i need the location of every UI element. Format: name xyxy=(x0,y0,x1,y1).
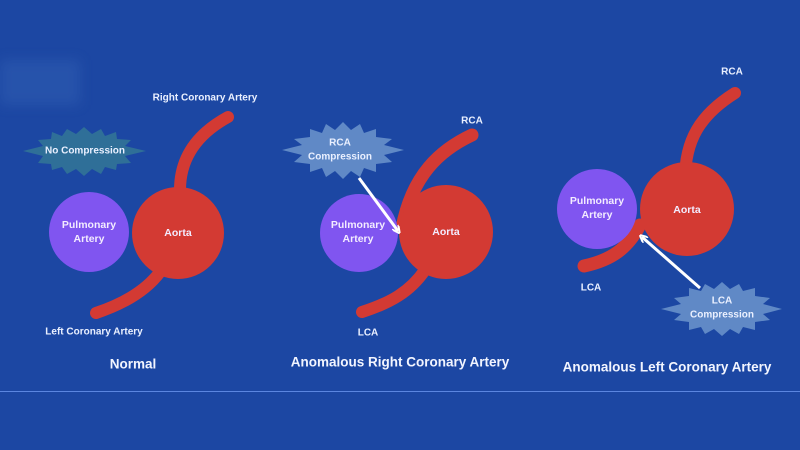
left-coronary-artery xyxy=(356,264,431,318)
pulmonary-artery xyxy=(557,169,637,249)
no-compression-label: No Compression xyxy=(44,145,126,157)
aorta xyxy=(132,187,224,279)
compression-arrow xyxy=(642,237,701,290)
background-glow xyxy=(0,60,80,105)
caption-normal: Normal xyxy=(109,356,157,372)
panel-anomalous-rca xyxy=(282,122,493,318)
lca-compression-burst xyxy=(661,282,782,336)
panel-normal xyxy=(23,111,234,319)
pulmonary-label-anomalous-rca: Pulmonary Artery xyxy=(330,218,386,245)
aorta xyxy=(399,185,493,279)
lca-label-anomalous-lca: LCA xyxy=(580,282,602,294)
divider-line xyxy=(0,391,800,392)
compression-arrow xyxy=(357,177,398,231)
caption-anomalous-lca: Anomalous Left Coronary Artery xyxy=(562,359,772,375)
aorta-label-normal: Aorta xyxy=(164,226,192,239)
aorta xyxy=(640,162,734,256)
rca-label-anomalous-rca: RCA xyxy=(461,115,483,127)
pulmonary-label-normal: Pulmonary Artery xyxy=(61,218,117,245)
left-coronary-artery xyxy=(90,266,166,319)
rca-compression-label: RCA Compression xyxy=(308,137,372,163)
pulmonary-artery xyxy=(320,194,398,272)
aorta-label-anomalous-rca: Aorta xyxy=(432,225,460,238)
rca-label-normal: Right Coronary Artery xyxy=(152,92,258,104)
lca-label-anomalous-rca: LCA xyxy=(357,327,379,339)
panel-anomalous-lca xyxy=(557,87,782,336)
pulmonary-label-anomalous-lca: Pulmonary Artery xyxy=(569,194,625,221)
aorta-label-anomalous-lca: Aorta xyxy=(673,203,701,216)
lca-compression-label: LCA Compression xyxy=(690,295,754,321)
no-compression-burst xyxy=(23,127,146,176)
caption-anomalous-rca: Anomalous Right Coronary Artery xyxy=(290,354,510,370)
pulmonary-artery xyxy=(49,192,129,272)
rca-compression-burst xyxy=(282,122,404,179)
lca-label-normal: Left Coronary Artery xyxy=(45,326,143,338)
left-coronary-artery xyxy=(577,218,647,273)
rca-label-anomalous-lca: RCA xyxy=(721,66,743,78)
right-coronary-artery xyxy=(174,111,234,196)
